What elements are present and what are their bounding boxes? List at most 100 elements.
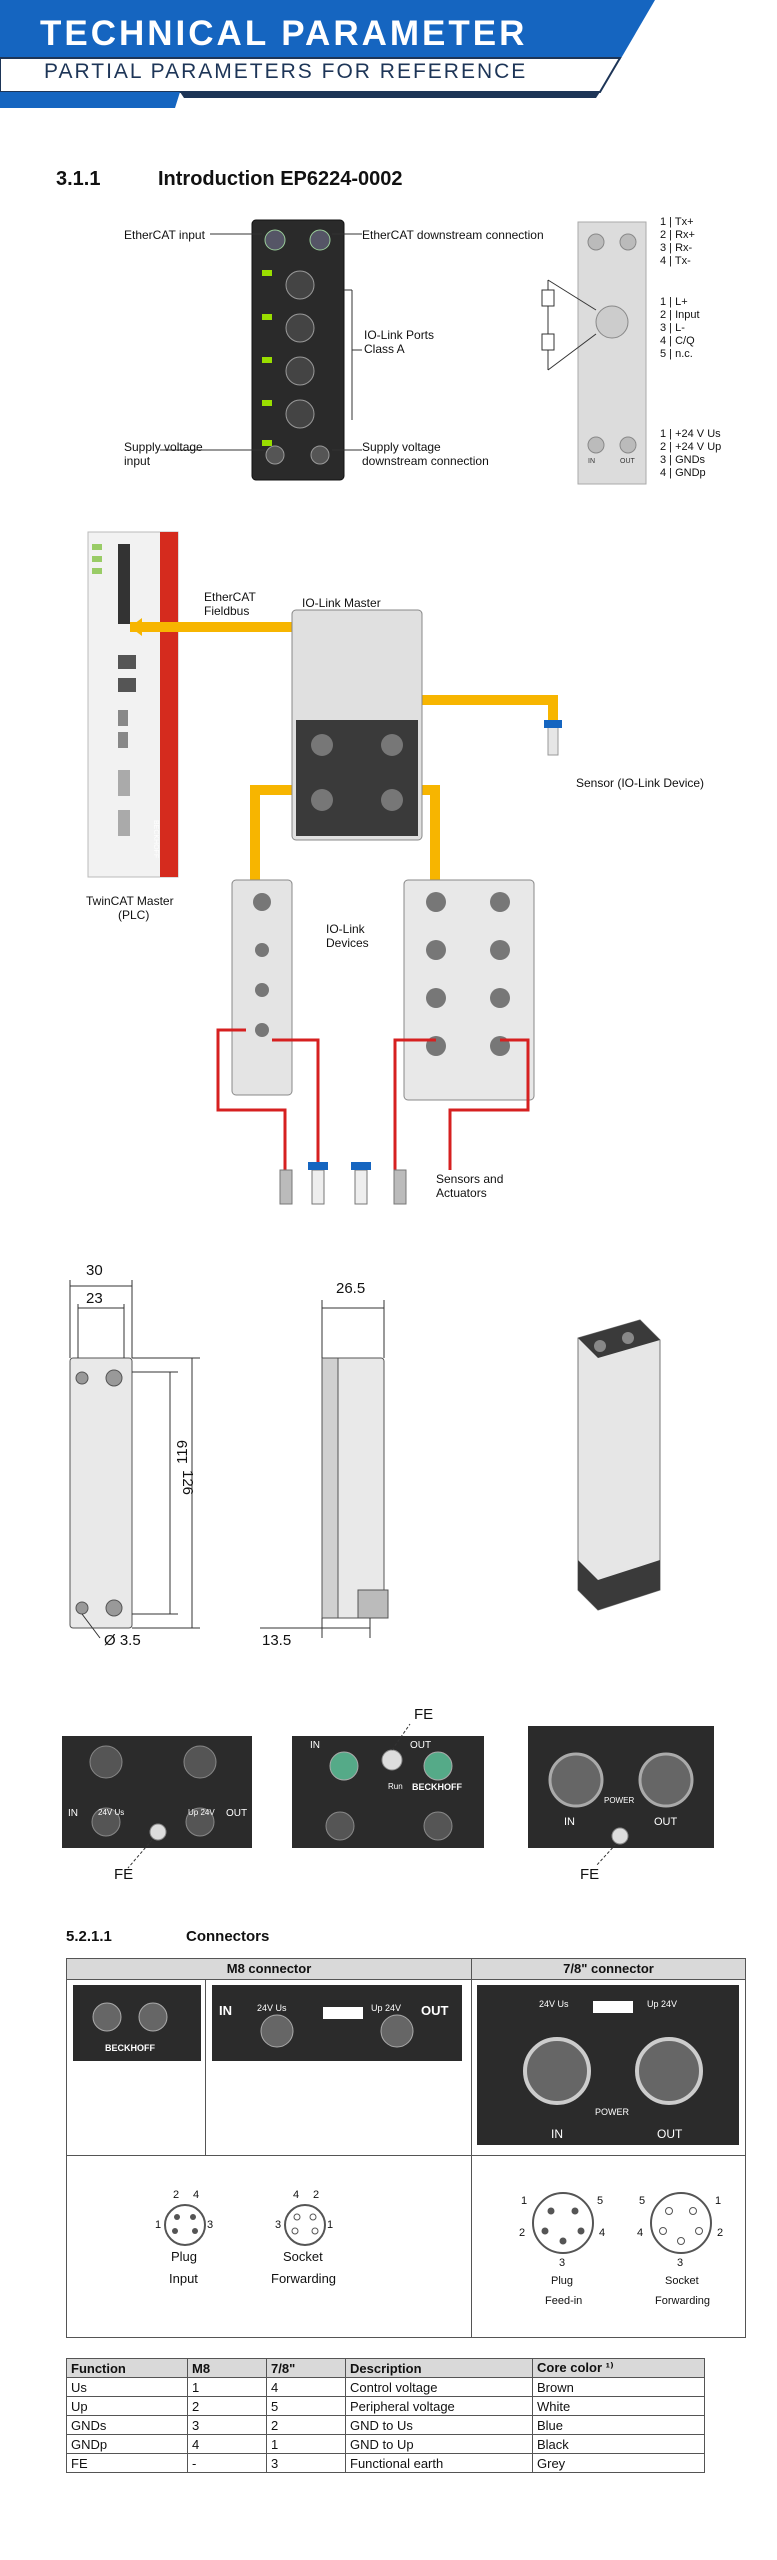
divider bbox=[205, 1979, 206, 2155]
pinout-line: 4 | GNDp bbox=[660, 467, 706, 479]
cell: Brown bbox=[532, 2377, 705, 2397]
topology-iolink-devices-2: Devices bbox=[326, 936, 369, 950]
photo-left-label-us: 24V Us bbox=[98, 1808, 125, 1817]
intro-section-title: Introduction EP6224-0002 bbox=[158, 168, 403, 190]
m8-socket-pin-1: 1 bbox=[327, 2219, 334, 2231]
pinout-line: 1 | +24 V Us bbox=[660, 428, 721, 440]
p78-photo-in: IN bbox=[551, 2127, 563, 2141]
topology-sensor-label: Sensor (IO-Link Device) bbox=[576, 776, 705, 790]
plc-brand: BECKHOFF bbox=[152, 820, 159, 859]
topology-iolink-master: IO-Link Master bbox=[302, 596, 381, 610]
cell: - bbox=[187, 2453, 267, 2473]
p78-socket-pin-3: 3 bbox=[677, 2257, 684, 2269]
pinout-line: 2 | Input bbox=[660, 309, 700, 321]
cell: 2 bbox=[187, 2396, 267, 2416]
p78-socket-pin-1: 1 bbox=[715, 2195, 722, 2207]
callout-iolink-ports-1: IO-Link Ports bbox=[364, 328, 435, 342]
p78-plug-pin-4: 4 bbox=[599, 2227, 606, 2239]
m8-photo-brand: BECKHOFF bbox=[105, 2043, 155, 2053]
p78-photo-out: OUT bbox=[657, 2127, 683, 2141]
connectors-section-number: 5.2.1.1 bbox=[66, 1928, 112, 1945]
m8-plug-pin-1: 1 bbox=[155, 2219, 162, 2231]
m8-socket-pin-4: 4 bbox=[293, 2189, 300, 2201]
col-78: 7/8" bbox=[266, 2358, 346, 2378]
m8-socket-pin-3: 3 bbox=[275, 2219, 282, 2231]
table-row: GNDp 4 1 GND to Up Black bbox=[66, 2434, 705, 2454]
p78-plug-pin-2: 2 bbox=[519, 2227, 526, 2239]
callout-supply-input-1: Supply voltage bbox=[124, 440, 203, 454]
p78-plug-pin-1: 1 bbox=[521, 2195, 528, 2207]
photo-mid-label-brand: BECKHOFF bbox=[412, 1782, 462, 1792]
photo-left-label-in: IN bbox=[68, 1808, 78, 1819]
banner-graphic bbox=[0, 0, 655, 108]
connectors-section-title: Connectors bbox=[186, 1928, 270, 1945]
topology-iolink-devices-1: IO-Link bbox=[326, 922, 365, 936]
cell: Functional earth bbox=[345, 2453, 533, 2473]
banner-title: TECHNICAL PARAMETER bbox=[40, 14, 528, 53]
header-78-connector: 7/8" connector bbox=[472, 1959, 745, 1980]
cell: Up bbox=[66, 2396, 188, 2416]
p78-socket-pin-2: 2 bbox=[717, 2227, 724, 2239]
photo-mid-label-in: IN bbox=[310, 1740, 320, 1751]
dim-width-inner: 23 bbox=[86, 1290, 103, 1307]
cell: Grey bbox=[532, 2453, 705, 2473]
cell: FE bbox=[66, 2453, 188, 2473]
table-row: GNDs 3 2 GND to Us Blue bbox=[66, 2415, 705, 2435]
pinout-line: 3 | L- bbox=[660, 322, 685, 334]
fe-label-left: FE bbox=[114, 1866, 134, 1883]
fe-label-mid: FE bbox=[414, 1706, 434, 1723]
strip-label-out: OUT bbox=[620, 458, 635, 465]
callout-supply-down-1: Supply voltage bbox=[362, 440, 441, 454]
photo-right-label-out: OUT bbox=[654, 1816, 678, 1828]
dim-width-outer: 30 bbox=[86, 1262, 103, 1279]
divider bbox=[67, 2155, 745, 2156]
header-banner: TECHNICAL PARAMETER PARTIAL PARAMETERS F… bbox=[0, 0, 777, 120]
cell: Us bbox=[66, 2377, 188, 2397]
cell: Black bbox=[532, 2434, 705, 2454]
p78-socket-pin-4: 4 bbox=[637, 2227, 644, 2239]
caption-socket-78: Socket bbox=[665, 2275, 699, 2287]
m8-plug-pin-4: 4 bbox=[193, 2189, 200, 2201]
pinout-line: 1 | L+ bbox=[660, 296, 688, 308]
topology-diagram bbox=[87, 531, 562, 1205]
table-row: FE - 3 Functional earth Grey bbox=[66, 2453, 705, 2473]
dim-height-inner: 119 bbox=[174, 1440, 191, 1464]
intro-module-drawing bbox=[160, 219, 647, 485]
strip-label-in: IN bbox=[588, 458, 595, 465]
intro-section-number: 3.1.1 bbox=[56, 168, 101, 190]
p78-photo-us: 24V Us bbox=[539, 1999, 569, 2009]
m8-plug-pin-2: 2 bbox=[173, 2189, 180, 2201]
pinout-line: 4 | Tx- bbox=[660, 255, 691, 267]
topology-ethercat-fieldbus-2: Fieldbus bbox=[204, 604, 250, 618]
m8-photo-up: Up 24V bbox=[371, 2003, 402, 2013]
photo-left-label-up: Up 24V bbox=[188, 1808, 215, 1817]
cell: GND to Us bbox=[345, 2415, 533, 2435]
dim-foot: 13.5 bbox=[262, 1632, 292, 1649]
col-description: Description bbox=[345, 2358, 533, 2378]
p78-photo-power: POWER bbox=[595, 2107, 630, 2117]
photo-mid-label-out: OUT bbox=[410, 1740, 432, 1751]
topology-sensors-actuators-2: Actuators bbox=[436, 1186, 487, 1200]
cell: 3 bbox=[187, 2415, 267, 2435]
cell: GND to Up bbox=[345, 2434, 533, 2454]
callout-iolink-ports-2: Class A bbox=[364, 342, 405, 356]
caption-forwarding: Forwarding bbox=[271, 2271, 337, 2286]
m8-photo-out: OUT bbox=[421, 2003, 449, 2018]
dim-height-outer: 126 bbox=[179, 1470, 196, 1496]
pinout-line: 1 | Tx+ bbox=[660, 216, 694, 228]
m8-socket-pin-2: 2 bbox=[313, 2189, 320, 2201]
banner-subtitle: PARTIAL PARAMETERS FOR REFERENCE bbox=[44, 60, 528, 83]
divider bbox=[471, 1959, 472, 2337]
connector-photos bbox=[62, 1723, 714, 1869]
function-table: Function M8 7/8" Description Core color … bbox=[66, 2358, 705, 2473]
pinout-line: 3 | GNDs bbox=[660, 454, 706, 466]
pinout-line: 2 | Rx+ bbox=[660, 229, 695, 241]
callout-supply-down-2: downstream connection bbox=[362, 454, 489, 468]
photo-right-label-power: POWER bbox=[604, 1796, 635, 1805]
cell: 4 bbox=[187, 2434, 267, 2454]
p78-photo-up: Up 24V bbox=[647, 1999, 678, 2009]
callout-ethercat-input: EtherCAT input bbox=[124, 228, 205, 242]
col-function: Function bbox=[66, 2358, 188, 2378]
cell: 4 bbox=[266, 2377, 346, 2397]
photo-left-label-out: OUT bbox=[226, 1808, 248, 1819]
